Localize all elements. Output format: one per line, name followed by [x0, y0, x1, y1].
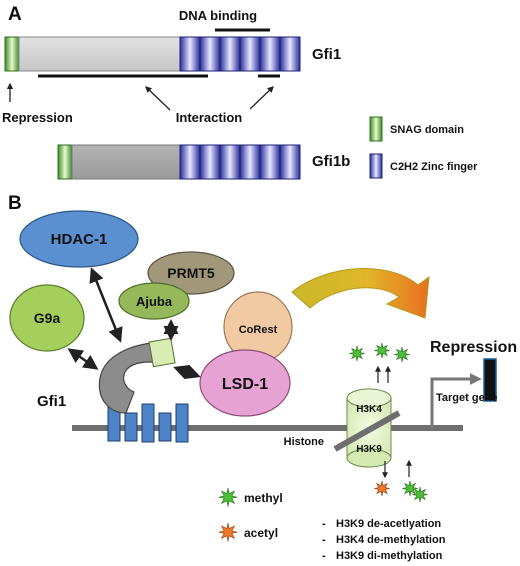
histone-label: Histone [284, 436, 324, 448]
outcome-item: H3K9 di-methylation [336, 550, 443, 562]
corest-label: CoRest [239, 324, 278, 336]
ajuba-label: Ajuba [136, 294, 173, 309]
gfi1-label-a: Gfi1 [312, 46, 341, 63]
methyl-legend-label: methyl [244, 491, 283, 505]
gfi1-body-shape [98, 341, 169, 414]
gfi1b-zinc-fingers [179, 144, 301, 180]
interaction-arrow-left [145, 86, 171, 111]
gfi1b-body [71, 144, 181, 180]
methyl-icon [394, 346, 410, 363]
zinc-legend-swatch [369, 153, 383, 179]
snag-legend-swatch [369, 116, 383, 142]
zinc-finger [219, 36, 241, 72]
gfi1b-snag-domain [57, 144, 73, 180]
methyl-icon [402, 480, 418, 497]
methyl-icon [412, 486, 428, 503]
dna-wrap [333, 410, 401, 452]
zinc-finger-block [124, 412, 138, 442]
lsd-1-label: LSD-1 [222, 376, 268, 393]
zinc-finger [219, 144, 241, 180]
zinc-finger [239, 144, 261, 180]
panel-a-label: A [8, 4, 22, 25]
corest-protein: CoRest [223, 291, 293, 363]
zinc-finger [239, 36, 261, 72]
zinc-finger-block [141, 403, 155, 443]
methyl-icon [349, 345, 365, 362]
prmt5-protein: PRMT5 [147, 251, 235, 295]
methyl-legend-icon [218, 487, 238, 507]
zinc-finger [179, 36, 201, 72]
zinc-finger [199, 144, 221, 180]
gfi1-body [18, 36, 181, 72]
zinc-legend-label: C2H2 Zinc finger [390, 161, 478, 173]
h3k4-label: H3K4 [356, 404, 382, 415]
acetyl-icon [374, 480, 390, 497]
outcome-item: H3K9 de-acetlyation [336, 518, 441, 530]
methyl-icon [374, 342, 390, 359]
hdac-1-protein: HDAC-1 [19, 210, 139, 268]
outcome-bullet: - [322, 550, 326, 562]
gfi1-label-b: Gfi1 [37, 393, 66, 410]
lsd1-gfi1-arrow [173, 364, 201, 380]
zinc-finger [259, 36, 281, 72]
g9a-gfi1-arrow [67, 348, 99, 370]
target-gene-label: Target gene [436, 392, 498, 404]
outcome-bullet: - [322, 534, 326, 546]
zinc-finger [279, 36, 301, 72]
gfi1-zinc-fingers [179, 36, 301, 72]
gfi1-protein-bar [4, 36, 301, 72]
hdac-1-label: HDAC-1 [51, 231, 108, 248]
repression-bar [483, 358, 497, 402]
repression-label-b: Repression [430, 339, 517, 356]
zinc-finger [259, 144, 281, 180]
gfi1b-label: Gfi1b [312, 153, 350, 170]
hdac-gfi1-arrow [89, 267, 123, 343]
curved-arrow [291, 268, 430, 319]
g9a-label: G9a [34, 310, 61, 326]
outcome-item: H3K4 de-methylation [336, 534, 446, 546]
gfi1-snag-shape [148, 337, 176, 368]
acetyl-legend-label: acetyl [244, 526, 278, 540]
h3k9-label: H3K9 [356, 444, 382, 455]
prmt5-label: PRMT5 [167, 265, 215, 281]
gfi1b-protein-bar [57, 144, 301, 180]
dna-binding-label: DNA binding [179, 8, 257, 23]
outcomes-list: - H3K9 de-acetlyation - H3K4 de-methylat… [322, 518, 446, 562]
repression-label-a: Repression [2, 110, 73, 125]
zinc-finger [179, 144, 201, 180]
zinc-finger-block [175, 403, 189, 443]
zinc-finger [279, 144, 301, 180]
gfi1-snag-domain [4, 36, 20, 72]
zinc-finger [199, 36, 221, 72]
panel-b-label: B [8, 193, 22, 214]
lsd-1-protein: LSD-1 [199, 349, 291, 417]
outcome-bullet: - [322, 518, 326, 530]
interaction-label: Interaction [176, 110, 243, 125]
snag-legend-label: SNAG domain [390, 124, 464, 136]
target-gene-arrow [430, 373, 482, 428]
interaction-arrow-right [249, 86, 274, 110]
g9a-protein: G9a [9, 284, 85, 352]
acetyl-legend-icon [218, 522, 238, 542]
gfi1-dna-binding-blocks [107, 402, 189, 443]
ajuba-protein: Ajuba [118, 282, 190, 320]
zinc-finger-block [158, 412, 172, 442]
